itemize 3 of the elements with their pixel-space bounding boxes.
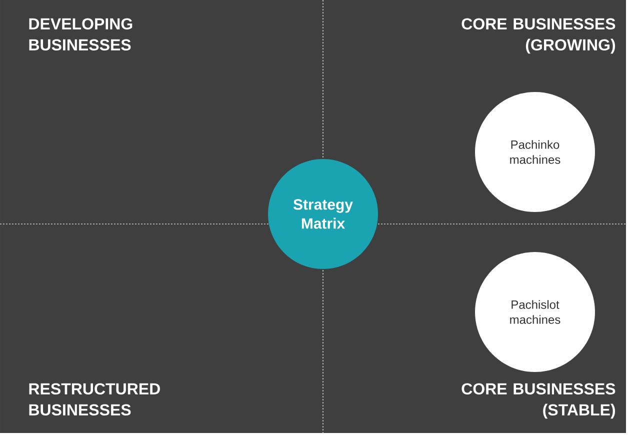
quadrant-heading: RESTRUCTURED BUSINESSES (29, 383, 160, 416)
quadrant-heading: CORE BUSINESSES (GROWING) (462, 18, 616, 54)
quadrant-heading: DEVELOPING BUSINESSES (29, 18, 132, 51)
